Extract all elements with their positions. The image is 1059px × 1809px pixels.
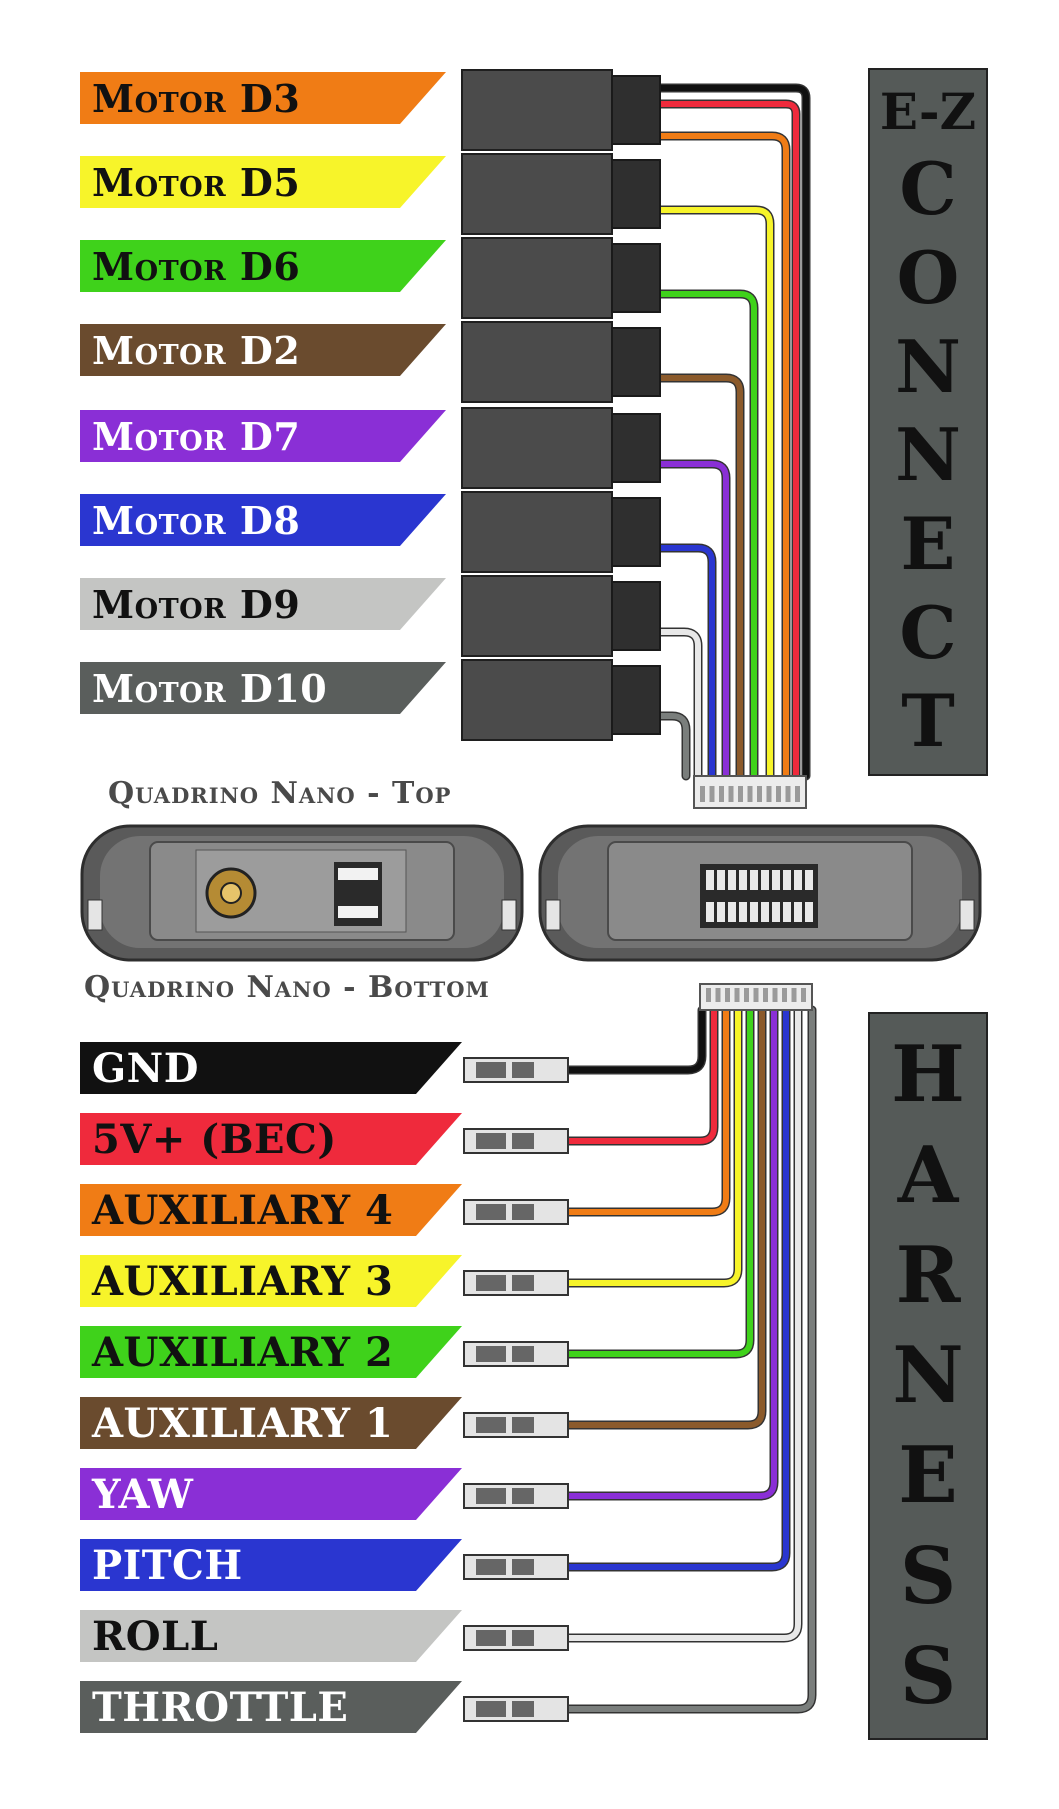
- wire: [565, 1007, 789, 1570]
- harness-connector: [463, 1341, 569, 1367]
- banner-letter: A: [897, 1129, 959, 1221]
- banner-letter: N: [895, 323, 961, 409]
- wire: [657, 461, 729, 779]
- harness-label-pitch: PITCH: [80, 1539, 462, 1591]
- harness-label-gnd: GND: [80, 1042, 462, 1094]
- motor-label-d9: Motor D9: [80, 578, 446, 630]
- harness-label-5v-bec: 5V+ (BEC): [80, 1113, 462, 1165]
- board-top-view: [80, 824, 524, 962]
- harness-connector: [463, 1554, 569, 1580]
- motor-label-d10: Motor D10: [80, 662, 446, 714]
- motor-label-d7: Motor D7: [80, 410, 446, 462]
- motor-connector: [461, 237, 661, 319]
- harness-connector: [463, 1270, 569, 1296]
- motor-label-d3: Motor D3: [80, 72, 446, 124]
- motor-label-d6: Motor D6: [80, 240, 446, 292]
- wire: [657, 133, 789, 779]
- harness-label-yaw: YAW: [80, 1468, 462, 1520]
- harness-connector: [463, 1199, 569, 1225]
- harness-banner: H A R N E S S: [868, 1012, 988, 1740]
- top-jst-connector: [693, 775, 807, 809]
- motor-connector: [461, 153, 661, 235]
- wire: [565, 1007, 815, 1712]
- motor-connector: [461, 407, 661, 489]
- motor-label-d2: Motor D2: [80, 324, 446, 376]
- wire: [565, 1007, 741, 1286]
- wire: [657, 101, 799, 779]
- wire: [565, 1007, 777, 1499]
- caption-bottom: Quadrino Nano - Bottom: [84, 970, 490, 1005]
- banner-letter: R: [895, 1229, 961, 1321]
- wire: [657, 85, 809, 779]
- harness-label-auxiliary-4: AUXILIARY 4: [80, 1184, 462, 1236]
- wire: [657, 291, 757, 779]
- banner-letter: S: [899, 1530, 957, 1622]
- wire: [565, 1007, 753, 1357]
- motor-label-d8: Motor D8: [80, 494, 446, 546]
- banner-letter: N: [895, 412, 961, 498]
- wire: [565, 1007, 765, 1428]
- ez-connect-banner: E-Z C O N N E C T: [868, 68, 988, 776]
- motor-connector: [461, 321, 661, 403]
- wire: [657, 207, 773, 779]
- motor-connector: [461, 491, 661, 573]
- board-bottom-view: [538, 824, 982, 962]
- banner-letter: T: [901, 678, 955, 764]
- motor-label-d5: Motor D5: [80, 156, 446, 208]
- harness-connectors: [463, 1057, 569, 1722]
- wire: [657, 545, 715, 779]
- banner-letter: O: [896, 234, 960, 320]
- harness-label-auxiliary-3: AUXILIARY 3: [80, 1255, 462, 1307]
- wire: [657, 713, 689, 779]
- harness-label-auxiliary-2: AUXILIARY 2: [80, 1326, 462, 1378]
- banner-letter: H: [891, 1029, 965, 1121]
- wire: [565, 1007, 801, 1641]
- bottom-jst-connector: [699, 983, 813, 1011]
- banner-letter: E: [900, 500, 956, 586]
- motor-connectors: [461, 69, 661, 741]
- harness-label-throttle: THROTTLE: [80, 1681, 462, 1733]
- wire: [565, 1007, 705, 1073]
- wire: [565, 1007, 717, 1144]
- motor-connector: [461, 659, 661, 741]
- banner-letter: N: [892, 1330, 964, 1421]
- banner-letter: C: [899, 589, 957, 675]
- caption-top: Quadrino Nano - Top: [108, 776, 452, 811]
- motor-connector: [461, 69, 661, 151]
- harness-connector: [463, 1057, 569, 1083]
- harness-connector: [463, 1625, 569, 1651]
- wire: [657, 375, 743, 779]
- banner-letter: S: [899, 1630, 957, 1722]
- harness-label-auxiliary-1: AUXILIARY 1: [80, 1397, 462, 1449]
- harness-wires: [563, 1005, 817, 1714]
- banner-letter: E-Z: [879, 81, 977, 141]
- motor-connector: [461, 575, 661, 657]
- harness-connector: [463, 1483, 569, 1509]
- harness-label-roll: ROLL: [80, 1610, 462, 1662]
- motor-wires: [655, 83, 811, 781]
- wire: [657, 629, 701, 779]
- wire: [565, 1007, 729, 1215]
- harness-connector: [463, 1128, 569, 1154]
- banner-letter: C: [899, 146, 957, 232]
- banner-letter: E: [898, 1430, 958, 1522]
- harness-connector: [463, 1412, 569, 1438]
- harness-connector: [463, 1696, 569, 1722]
